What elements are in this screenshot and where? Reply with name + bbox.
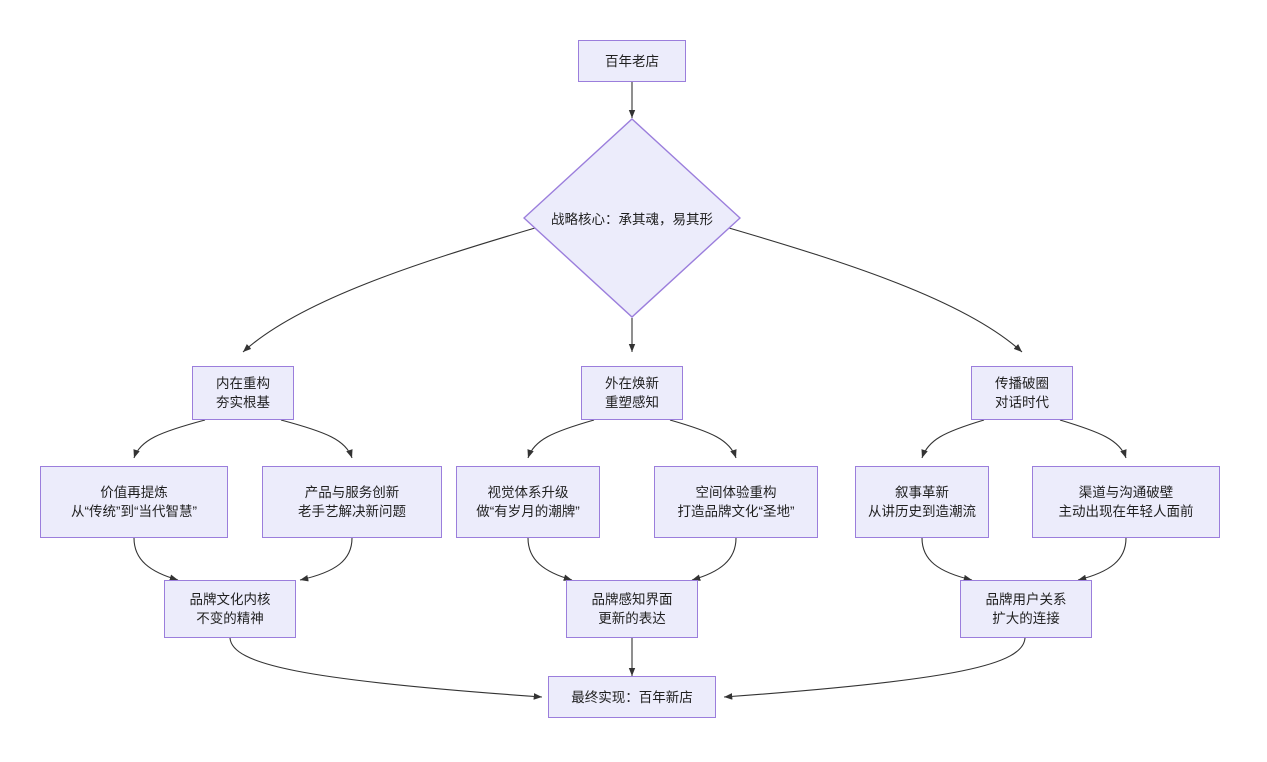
node-strategy-core[interactable]: 战略核心：承其魂，易其形 <box>523 118 741 318</box>
node-root[interactable]: 百年老店 <box>578 40 686 82</box>
node-leaf-space[interactable]: 空间体验重构 打造品牌文化“圣地” <box>654 466 818 538</box>
node-leaf-space-line1: 空间体验重构 <box>695 485 777 500</box>
edge-leaf-product-to-result-culture <box>299 537 353 582</box>
node-leaf-value[interactable]: 价值再提炼 从“传统”到“当代智慧” <box>40 466 228 538</box>
edge-branch-outer-to-leaf-space <box>669 419 737 459</box>
edge-leaf-narrative-to-result-relation <box>921 537 973 582</box>
node-branch-inner-line1: 内在重构 <box>216 376 270 391</box>
diamond-shape <box>523 118 741 318</box>
edge-core-to-branch-inner <box>242 227 536 353</box>
edge-branch-spread-to-leaf-narrative <box>921 419 985 459</box>
node-strategy-core-label: 战略核心：承其魂，易其形 <box>551 212 713 227</box>
node-leaf-narrative-line1: 叙事革新 <box>895 485 949 500</box>
node-leaf-narrative[interactable]: 叙事革新 从讲历史到造潮流 <box>855 466 989 538</box>
node-leaf-narrative-line2: 从讲历史到造潮流 <box>868 504 976 519</box>
edge-leaf-channel-to-result-relation <box>1077 537 1127 582</box>
edge-branch-spread-to-leaf-channel <box>1059 419 1127 459</box>
node-branch-spread-line1: 传播破圈 <box>995 376 1049 391</box>
node-root-label: 百年老店 <box>605 53 659 69</box>
edge-result-culture-to-final <box>229 637 543 700</box>
edge-leaf-visual-to-result-perception <box>527 537 573 581</box>
node-branch-inner[interactable]: 内在重构 夯实根基 <box>192 366 294 420</box>
edge-result-relation-to-final <box>723 637 1026 700</box>
node-leaf-value-line2: 从“传统”到“当代智慧” <box>71 504 197 519</box>
edge-core-to-branch-spread <box>728 227 1023 353</box>
node-result-culture-line1: 品牌文化内核 <box>189 592 271 607</box>
node-result-culture[interactable]: 品牌文化内核 不变的精神 <box>164 580 296 638</box>
edge-leaf-space-to-result-perception <box>691 537 737 581</box>
node-leaf-visual-line1: 视觉体系升级 <box>487 485 569 500</box>
node-result-relation-line2: 扩大的连接 <box>992 611 1060 626</box>
node-branch-outer-line2: 重塑感知 <box>605 395 659 410</box>
node-branch-spread-line2: 对话时代 <box>995 395 1049 410</box>
node-result-culture-line2: 不变的精神 <box>196 611 264 626</box>
node-leaf-product-line1: 产品与服务创新 <box>304 485 400 500</box>
node-leaf-channel-line1: 渠道与沟通破壁 <box>1078 485 1174 500</box>
node-result-perception-line2: 更新的表达 <box>598 611 666 626</box>
node-final[interactable]: 最终实现：百年新店 <box>548 676 716 718</box>
node-leaf-channel[interactable]: 渠道与沟通破壁 主动出现在年轻人面前 <box>1032 466 1220 538</box>
node-branch-inner-line2: 夯实根基 <box>216 395 270 410</box>
node-leaf-space-line2: 打造品牌文化“圣地” <box>677 504 795 519</box>
node-result-relation[interactable]: 品牌用户关系 扩大的连接 <box>960 580 1092 638</box>
node-leaf-channel-line2: 主动出现在年轻人面前 <box>1058 504 1194 519</box>
node-leaf-visual[interactable]: 视觉体系升级 做“有岁月的潮牌” <box>456 466 600 538</box>
node-branch-spread[interactable]: 传播破圈 对话时代 <box>971 366 1073 420</box>
edge-leaf-value-to-result-culture <box>133 537 179 581</box>
edge-branch-inner-to-leaf-product <box>280 419 353 459</box>
edge-branch-outer-to-leaf-visual <box>527 419 595 459</box>
node-leaf-product[interactable]: 产品与服务创新 老手艺解决新问题 <box>262 466 442 538</box>
node-result-relation-line1: 品牌用户关系 <box>985 592 1067 607</box>
node-leaf-visual-line2: 做“有岁月的潮牌” <box>476 504 580 519</box>
node-result-perception[interactable]: 品牌感知界面 更新的表达 <box>566 580 698 638</box>
node-leaf-product-line2: 老手艺解决新问题 <box>298 504 406 519</box>
node-branch-outer[interactable]: 外在焕新 重塑感知 <box>581 366 683 420</box>
node-final-label: 最终实现：百年新店 <box>571 689 693 705</box>
node-leaf-value-line1: 价值再提炼 <box>100 485 168 500</box>
node-result-perception-line1: 品牌感知界面 <box>591 592 673 607</box>
edge-branch-inner-to-leaf-value <box>133 419 206 459</box>
node-branch-outer-line1: 外在焕新 <box>605 376 659 391</box>
